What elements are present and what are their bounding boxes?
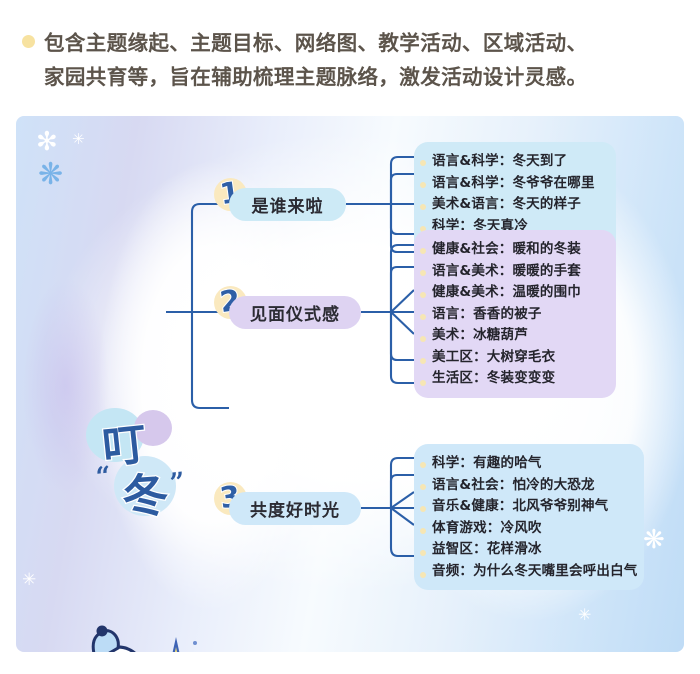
list-item: 语言&科学：冬天到了 bbox=[432, 153, 568, 169]
list-item: 美术：冰糖葫芦 bbox=[432, 327, 528, 343]
title-blob-purple bbox=[134, 410, 172, 446]
snowflake-icon: ✳ bbox=[22, 570, 37, 589]
list-item: 音频：为什么冬天嘴里会呼出白气 bbox=[432, 562, 638, 579]
snowflake-icon: ❋ bbox=[643, 524, 665, 554]
item-dot bbox=[420, 248, 426, 254]
sparkle-icon: ❋ bbox=[172, 637, 197, 652]
item-dot bbox=[420, 336, 426, 342]
list-item: 科学：冬天真冷 bbox=[432, 217, 528, 234]
item-dot bbox=[420, 484, 426, 490]
title-blob-blue bbox=[114, 456, 176, 516]
header-line-1: 包含主题缘起、主题目标、网络图、教学活动、区域活动、 bbox=[44, 31, 588, 55]
item-dot bbox=[420, 160, 426, 166]
item-dot bbox=[420, 572, 426, 578]
item-dot bbox=[420, 528, 426, 534]
topic-items-box-2: 健康&社会：暖和的冬装 语言&美术：暖暖的手套 健康&美术：温暖的围巾 语言：香… bbox=[414, 230, 616, 398]
header-description: 包含主题缘起、主题目标、网络图、教学活动、区域活动、 家园共育等，旨在辅助梳理主… bbox=[0, 26, 700, 94]
title-char-bottom: 冬 bbox=[119, 466, 171, 526]
snowman-illustration bbox=[91, 625, 136, 652]
title-quote-left: “ bbox=[94, 461, 113, 493]
item-dot bbox=[420, 292, 426, 298]
topic-pill-1[interactable]: 是谁来啦 bbox=[229, 188, 346, 221]
list-item: 美工区：大树穿毛衣 bbox=[432, 348, 556, 365]
title-quote-right: ” bbox=[168, 467, 187, 499]
item-dot bbox=[420, 550, 426, 556]
topic-pill-3[interactable]: 共度好时光 bbox=[229, 492, 361, 525]
snowflake-icon: ✻ bbox=[36, 126, 58, 156]
list-item: 益智区：花样滑冰 bbox=[432, 541, 542, 557]
item-dot bbox=[420, 226, 426, 232]
list-item: 健康&美术：温暖的围巾 bbox=[432, 284, 581, 300]
list-item: 科学：有趣的哈气 bbox=[432, 455, 542, 471]
topic-pill-2[interactable]: 见面仪式感 bbox=[229, 296, 361, 329]
list-item: 语言&科学：冬爷爷在哪里 bbox=[432, 174, 595, 191]
item-dot bbox=[420, 270, 426, 276]
item-dot bbox=[420, 380, 426, 386]
list-item: 音乐&健康：北风爷爷别神气 bbox=[432, 498, 609, 514]
center-title: 叮 “ 冬 ” bbox=[74, 404, 214, 534]
list-item: 体育游戏：冷风吹 bbox=[432, 519, 542, 536]
list-item: 生活区：冬装变变变 bbox=[432, 370, 556, 386]
list-item: 语言&社会：怕冷的大恐龙 bbox=[432, 476, 595, 493]
topic-items-box-3: 科学：有趣的哈气 语言&社会：怕冷的大恐龙 音乐&健康：北风爷爷别神气 体育游戏… bbox=[414, 444, 644, 590]
title-blob-cyan bbox=[86, 408, 144, 462]
item-dot bbox=[420, 182, 426, 188]
header-text: 包含主题缘起、主题目标、网络图、教学活动、区域活动、 家园共育等，旨在辅助梳理主… bbox=[44, 26, 587, 94]
item-dot bbox=[420, 204, 426, 210]
list-item: 美术&语言：冬天的样子 bbox=[432, 196, 581, 212]
item-dot bbox=[420, 358, 426, 364]
item-dot bbox=[420, 314, 426, 320]
header-line-2: 家园共育等，旨在辅助梳理主题脉络，激发活动设计灵感。 bbox=[44, 65, 588, 89]
dot-icon bbox=[22, 35, 35, 48]
list-item: 语言&美术：暖暖的手套 bbox=[432, 262, 581, 279]
snowflake-icon: ✳ bbox=[578, 607, 592, 624]
snowflake-icon: ✳ bbox=[72, 131, 85, 148]
item-dot bbox=[420, 506, 426, 512]
list-item: 健康&社会：暖和的冬装 bbox=[432, 241, 581, 257]
mindmap-card: ✻ ✳ ❋ ✳ ❋ ❋ ✳ 叮 “ 冬 ” ❋ bbox=[16, 116, 684, 652]
list-item: 语言：香香的被子 bbox=[432, 305, 542, 322]
item-dot bbox=[420, 462, 426, 468]
snowflake-icon: ❋ bbox=[38, 158, 64, 191]
